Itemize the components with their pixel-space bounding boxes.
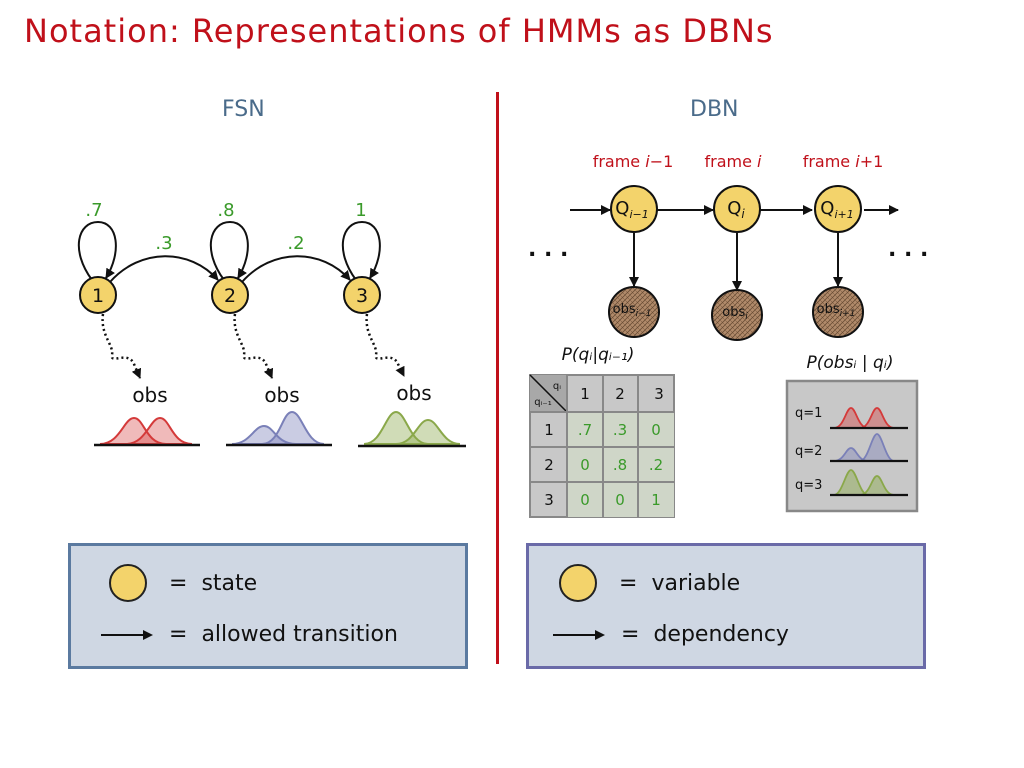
self-loop-1 (77, 220, 117, 281)
dbn-state-node-3 (814, 185, 862, 233)
table-cell: 0 (651, 421, 661, 439)
transition-2-3 (241, 255, 351, 283)
frame-label-1: frame i−1 (593, 152, 674, 171)
obs-distribution-1 (94, 416, 200, 447)
table-cell: .2 (649, 456, 663, 474)
obs-table (785, 379, 919, 513)
arrow-icon (101, 628, 153, 642)
dbn-state-node-1 (610, 185, 658, 233)
dbn-state-label-1: Qi−1 (615, 198, 648, 221)
obs-table-label: P(obsᵢ | qᵢ) (807, 353, 894, 373)
dbn-state-label-2: Qi (727, 198, 745, 221)
table-cell: 0 (580, 456, 590, 474)
dbn-obs-node-2 (711, 289, 763, 341)
trans-prob-2-3: .2 (287, 233, 304, 254)
obs-distribution-3 (358, 410, 466, 448)
dbn-obs-node-1 (608, 286, 660, 338)
transition-1-2 (109, 255, 219, 283)
section-divider (496, 92, 499, 664)
state-node-1 (79, 276, 117, 314)
state-label-3: 3 (356, 285, 368, 307)
obs-table-row-label: q=2 (795, 444, 822, 459)
obs-label-2: obs (264, 383, 299, 407)
table-row-header: 3 (544, 491, 554, 509)
self-prob-2: .8 (217, 200, 234, 221)
ellipsis-left: . . . (528, 237, 568, 262)
state-label-1: 1 (92, 285, 104, 307)
legend-variable-text: variable (651, 570, 741, 596)
state-label-2: 2 (224, 285, 236, 307)
dbn-obs-node-3 (812, 286, 864, 338)
obs-table-row-label: q=1 (795, 406, 822, 421)
trans-prob-1-2: .3 (155, 233, 172, 254)
dbn-obs-label-1: obsi−1 (613, 302, 652, 319)
emission-arrow-2 (233, 313, 274, 379)
self-prob-3: 1 (355, 200, 366, 221)
dbn-obs-label-3: obsi+1 (817, 302, 856, 319)
slide-title: Notation: Representations of HMMs as DBN… (24, 12, 774, 50)
legend-dependency-text: dependency (653, 622, 789, 647)
table-col-header: 2 (615, 385, 625, 403)
dbn-heading: DBN (690, 97, 739, 122)
table-cell: .3 (613, 421, 627, 439)
legend-equals: = (621, 622, 640, 647)
table-col-header: 3 (654, 385, 664, 403)
frame-label-3: frame i+1 (803, 152, 884, 171)
fsn-legend-state-row: = state (109, 564, 257, 602)
dbn-legend-dependency-row: = dependency (553, 622, 789, 647)
table-cell: .7 (578, 421, 592, 439)
legend-equals: = (169, 622, 188, 647)
obs-table-row-label: q=3 (795, 478, 822, 493)
table-corner-top: qᵢ (553, 381, 561, 392)
self-loop-2 (209, 220, 249, 281)
arrow-icon (553, 628, 605, 642)
frame-label-2: frame i (705, 152, 763, 171)
variable-circle-icon (559, 564, 597, 602)
legend-equals: = (169, 570, 188, 596)
state-circle-icon (109, 564, 147, 602)
legend-state-text: state (201, 570, 258, 596)
dbn-legend: = variable = dependency (526, 543, 926, 669)
state-node-2 (211, 276, 249, 314)
self-prob-1: .7 (85, 200, 102, 221)
ellipsis-right: . . . (888, 237, 928, 262)
obs-label-3: obs (396, 381, 431, 405)
emission-arrow-1 (101, 313, 142, 379)
table-cell: 1 (651, 491, 661, 509)
table-cell: 0 (615, 491, 625, 509)
table-col-header: 1 (580, 385, 590, 403)
table-cell: 0 (580, 491, 590, 509)
dbn-obs-label-2: obsi (722, 305, 748, 322)
table-cell: .8 (613, 456, 627, 474)
dbn-state-node-2 (713, 185, 761, 233)
obs-distribution-2 (226, 410, 332, 447)
state-node-3 (343, 276, 381, 314)
legend-equals: = (619, 570, 638, 596)
self-loop-3 (341, 220, 381, 281)
dbn-legend-variable-row: = variable (559, 564, 740, 602)
transition-table (529, 374, 675, 518)
fsn-heading: FSN (222, 97, 265, 122)
legend-transition-text: allowed transition (201, 622, 398, 647)
emission-arrow-3 (365, 313, 406, 377)
fsn-legend: = state = allowed transition (68, 543, 468, 669)
obs-label-1: obs (132, 383, 167, 407)
table-row-header: 2 (544, 456, 554, 474)
transition-table-label: P(qᵢ|qᵢ₋₁) (562, 345, 635, 365)
table-row-header: 1 (544, 421, 554, 439)
fsn-legend-transition-row: = allowed transition (101, 622, 398, 647)
dbn-state-label-3: Qi+1 (820, 198, 853, 221)
table-corner-bottom: qᵢ₋₁ (534, 397, 551, 408)
